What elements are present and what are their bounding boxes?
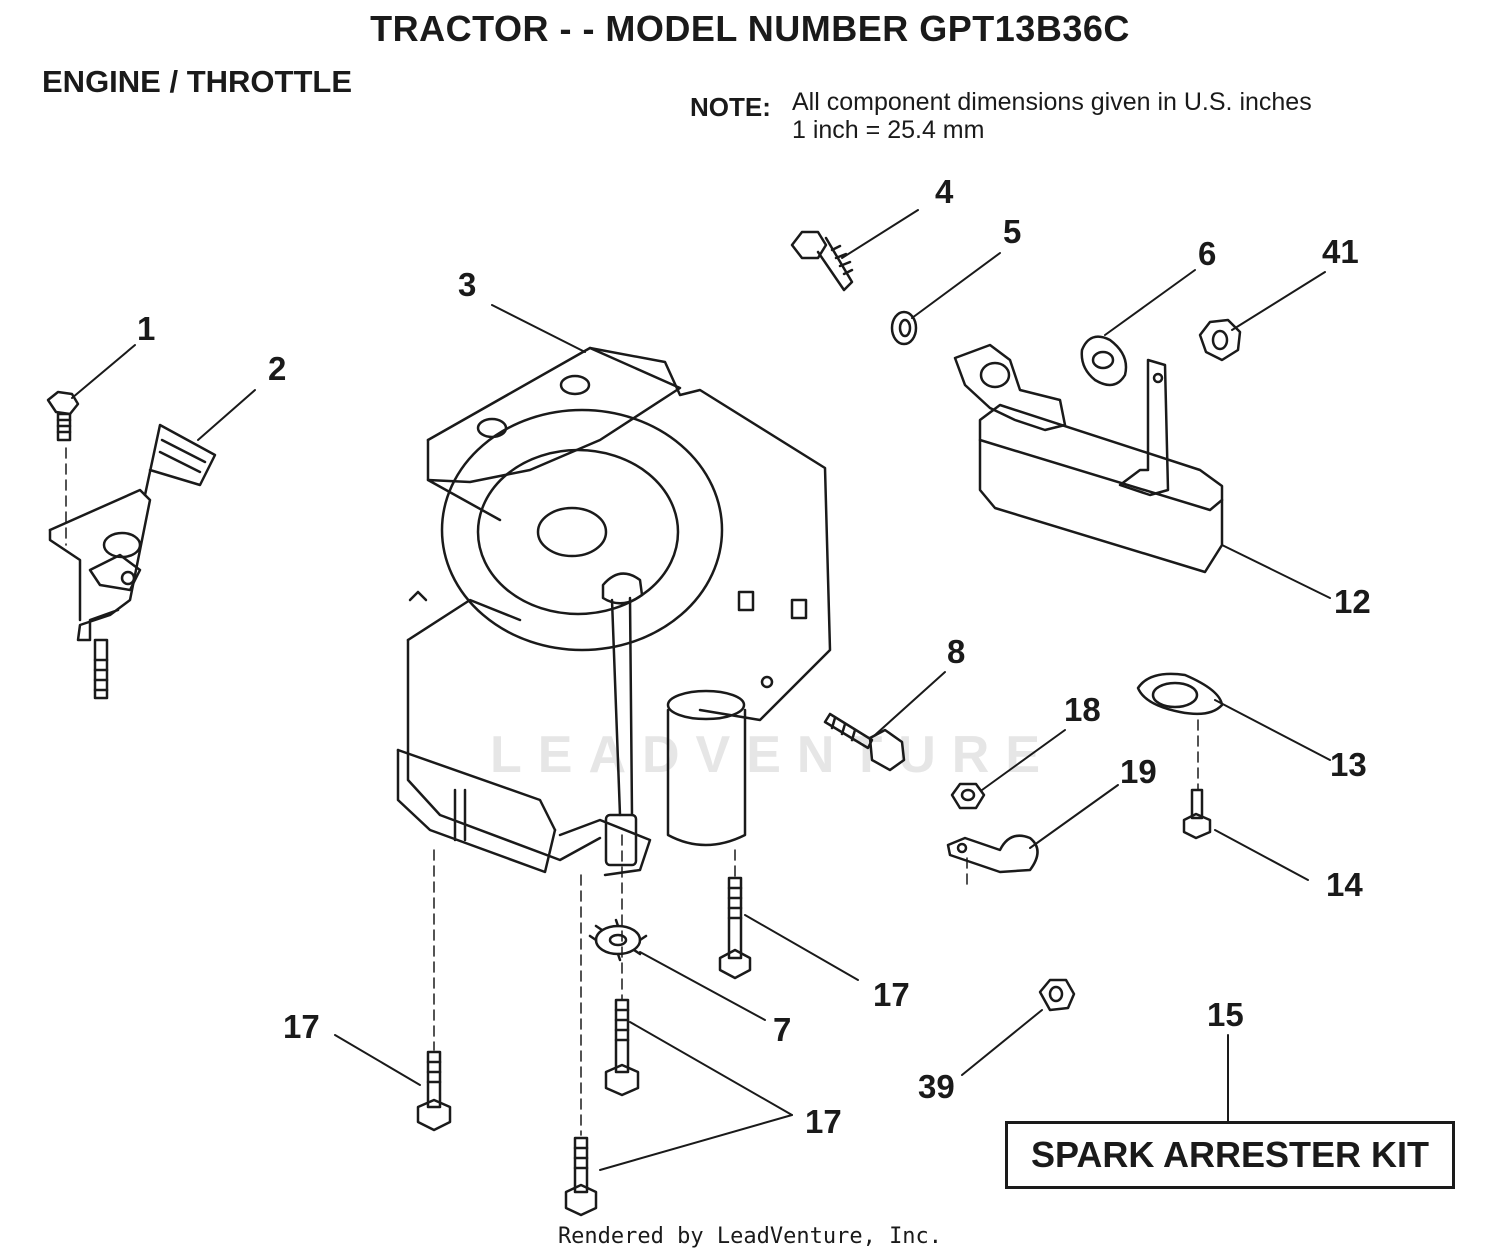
part-18-nut bbox=[952, 784, 984, 808]
note-line-1: All component dimensions given in U.S. i… bbox=[792, 88, 1312, 116]
kit-label-text: SPARK ARRESTER KIT bbox=[1030, 1134, 1430, 1175]
leader-lines bbox=[72, 210, 1330, 1170]
part-14-screw bbox=[1184, 790, 1210, 838]
spark-arrester-kit-label: SPARK ARRESTER KIT bbox=[1005, 1121, 1455, 1189]
callout-17-bottom: 17 bbox=[805, 1103, 842, 1140]
callout-13: 13 bbox=[1330, 746, 1367, 783]
callout-6: 6 bbox=[1198, 235, 1217, 272]
part-7-star-washer bbox=[590, 920, 646, 960]
callout-41: 41 bbox=[1322, 233, 1359, 270]
part-1-bolt bbox=[48, 392, 78, 440]
callout-15: 15 bbox=[1207, 996, 1244, 1033]
callout-14: 14 bbox=[1326, 866, 1363, 903]
callout-17-right: 17 bbox=[873, 976, 910, 1013]
callout-5: 5 bbox=[1003, 213, 1022, 250]
alignment-lines bbox=[66, 448, 1198, 1135]
callout-3: 3 bbox=[458, 266, 477, 303]
note-label: NOTE: bbox=[690, 92, 771, 122]
callout-39: 39 bbox=[918, 1068, 955, 1105]
watermark: LEADVENTURE bbox=[490, 726, 1057, 784]
part-5-washer bbox=[892, 312, 916, 344]
part-13-screen bbox=[1138, 674, 1222, 714]
callout-18: 18 bbox=[1064, 691, 1101, 728]
part-12-muffler bbox=[955, 345, 1222, 572]
section-subtitle: ENGINE / THROTTLE bbox=[42, 64, 352, 99]
part-39-nut bbox=[1040, 980, 1074, 1010]
note-line-2: 1 inch = 25.4 mm bbox=[792, 116, 985, 144]
note-text: All component dimensions given in U.S. i… bbox=[792, 88, 1312, 144]
callout-2: 2 bbox=[268, 350, 287, 387]
part-6-gasket bbox=[1082, 337, 1126, 385]
callout-7: 7 bbox=[773, 1011, 792, 1048]
callout-19: 19 bbox=[1120, 753, 1157, 790]
part-4-bolt bbox=[792, 232, 852, 290]
diagram-title: TRACTOR - - MODEL NUMBER GPT13B36C bbox=[370, 8, 1130, 49]
callout-17-left: 17 bbox=[283, 1008, 320, 1045]
part-3-engine bbox=[398, 348, 830, 875]
callout-1: 1 bbox=[137, 310, 156, 347]
callout-4: 4 bbox=[935, 173, 954, 210]
part-8-bolt bbox=[825, 714, 904, 770]
footer-credit: Rendered by LeadVenture, Inc. bbox=[557, 1224, 943, 1249]
callout-12: 12 bbox=[1334, 583, 1371, 620]
part-19-clamp bbox=[948, 836, 1038, 872]
part-17-bolts bbox=[418, 878, 750, 1215]
part-2-throttle-control bbox=[50, 425, 215, 698]
part-41-nut bbox=[1200, 320, 1240, 360]
callout-8: 8 bbox=[947, 633, 966, 670]
